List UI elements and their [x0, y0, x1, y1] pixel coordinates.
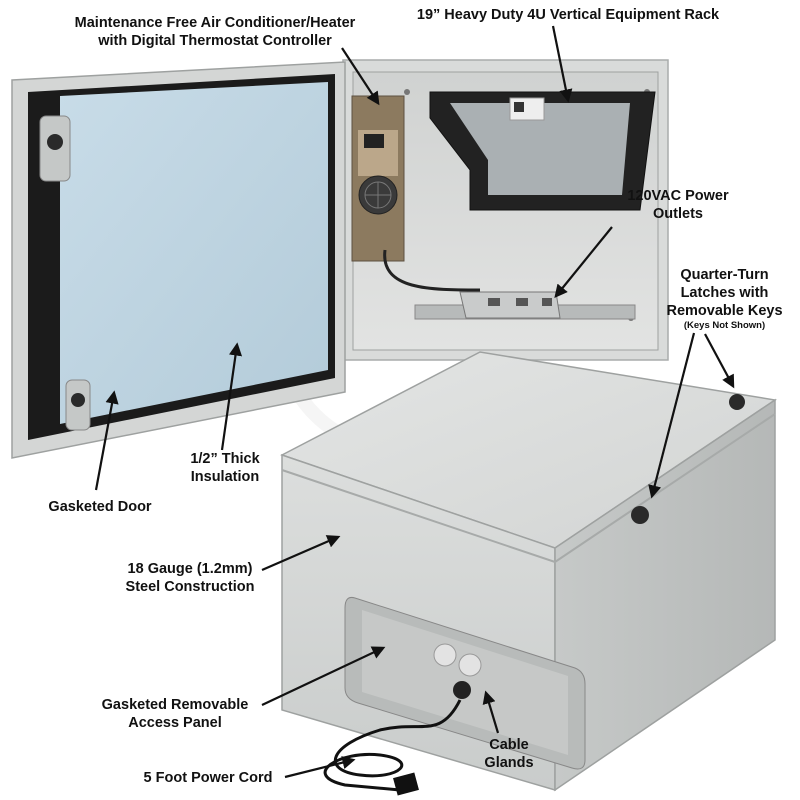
callout-insulation-line1: 1/2” Thick — [190, 451, 260, 467]
callout-outlets-line2: Outlets — [653, 206, 703, 222]
callout-latches-note: (Keys Not Shown) — [683, 320, 766, 331]
callout-rack: 19” Heavy Duty 4U Vertical Equipment Rac… — [398, 6, 738, 24]
callout-ac-heater-line2: with Digital Thermostat Controller — [98, 33, 332, 49]
callout-steel-line2: Steel Construction — [125, 579, 255, 595]
callout-insulation-line2: Insulation — [190, 469, 260, 485]
callout-steel: 18 Gauge (1.2mm) Steel Construction — [110, 560, 270, 596]
callout-steel-line1: 18 Gauge (1.2mm) — [127, 561, 253, 577]
callout-latches-line3: Removable Keys — [666, 303, 783, 319]
air-conditioner-unit — [351, 95, 405, 262]
callout-gasketed-door: Gasketed Door — [30, 498, 170, 516]
equipment-rack — [429, 91, 656, 211]
callout-latches-line2: Latches with — [680, 285, 769, 301]
callout-cable-glands: Cable Glands — [474, 736, 544, 772]
power-cord — [323, 699, 462, 796]
access-panel — [344, 597, 586, 770]
callout-access-panel: Gasketed Removable Access Panel — [90, 696, 260, 732]
callout-gasketed-door-line1: Gasketed Door — [48, 499, 152, 515]
callout-power-cord: 5 Foot Power Cord — [128, 769, 288, 787]
callout-arrows — [94, 25, 735, 779]
callout-access-panel-line2: Access Panel — [128, 715, 222, 731]
callout-outlets: 120VAC Power Outlets — [603, 187, 753, 223]
callout-latches: Quarter-Turn Latches with Removable Keys… — [652, 266, 797, 332]
callout-ac-heater-line1: Maintenance Free Air Conditioner/Heater — [74, 15, 356, 31]
power-outlet-strip — [383, 249, 636, 320]
callout-outlets-line1: 120VAC Power — [627, 188, 729, 204]
callout-insulation: 1/2” Thick Insulation — [170, 450, 280, 486]
callout-access-panel-line1: Gasketed Removable — [101, 697, 249, 713]
open-door — [11, 61, 346, 459]
callout-cable-glands-line1: Cable — [489, 737, 529, 753]
callout-ac-heater: Maintenance Free Air Conditioner/Heater … — [50, 14, 380, 50]
callout-power-cord-line1: 5 Foot Power Cord — [143, 770, 273, 786]
callout-rack-line1: 19” Heavy Duty 4U Vertical Equipment Rac… — [416, 7, 720, 23]
callout-latches-line1: Quarter-Turn — [680, 267, 769, 283]
callout-cable-glands-line2: Glands — [484, 755, 534, 771]
